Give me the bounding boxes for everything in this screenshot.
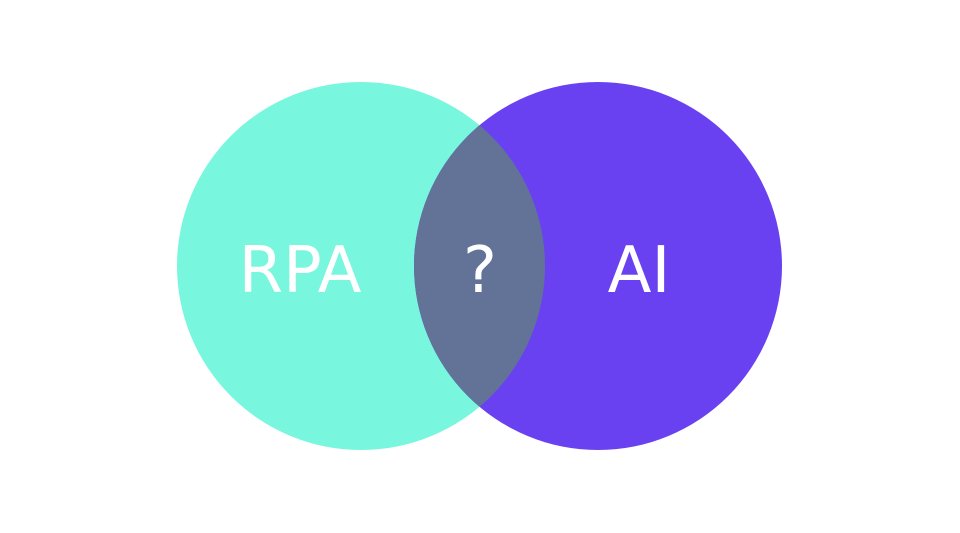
intersection-region	[414, 82, 545, 450]
ai-label: AI	[608, 234, 671, 308]
intersection-label: ?	[463, 234, 497, 308]
rpa-label: RPA	[239, 234, 362, 308]
